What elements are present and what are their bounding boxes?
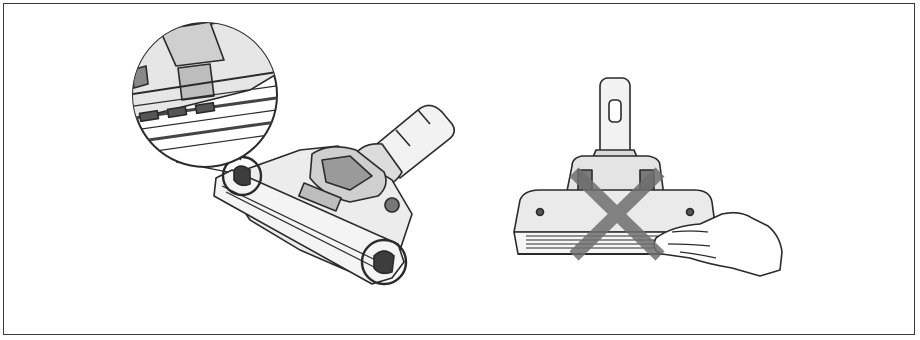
- neck: [590, 78, 640, 164]
- left-panel: [120, 10, 454, 284]
- zoom-detail: [120, 10, 300, 167]
- right-panel: [514, 78, 782, 276]
